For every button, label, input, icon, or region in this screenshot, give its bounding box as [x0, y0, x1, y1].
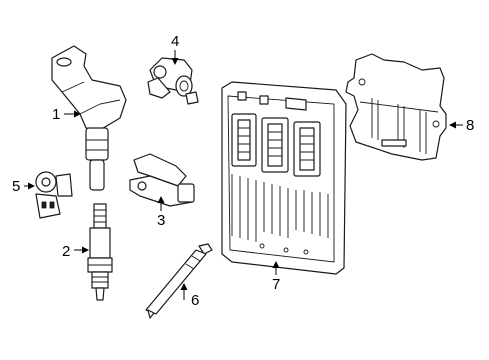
engine-control-module-part [221, 81, 347, 275]
callout-6: 6 [180, 283, 199, 309]
callout-label-6: 6 [191, 292, 199, 309]
callout-label-7: 7 [272, 276, 280, 293]
glow-plug-part [145, 243, 213, 319]
callout-label-5: 5 [12, 178, 20, 195]
cam-sensor-part [147, 57, 199, 105]
knock-sensor-part [35, 171, 73, 219]
callout-4: 4 [171, 33, 179, 65]
callout-label-8: 8 [466, 117, 474, 134]
callout-5: 5 [12, 178, 35, 195]
ignition-coil-part [51, 45, 127, 191]
callout-8: 8 [449, 117, 474, 134]
crank-sensor-part [129, 153, 195, 207]
callout-label-3: 3 [157, 212, 165, 229]
callout-2: 2 [62, 243, 89, 260]
callout-label-1: 1 [52, 106, 60, 123]
callout-label-4: 4 [171, 33, 179, 50]
bracket-part [345, 53, 447, 161]
spark-plug-part [87, 203, 113, 301]
callout-1: 1 [52, 106, 81, 123]
callout-7: 7 [272, 261, 280, 293]
callout-3: 3 [157, 196, 165, 229]
callout-label-2: 2 [62, 243, 70, 260]
